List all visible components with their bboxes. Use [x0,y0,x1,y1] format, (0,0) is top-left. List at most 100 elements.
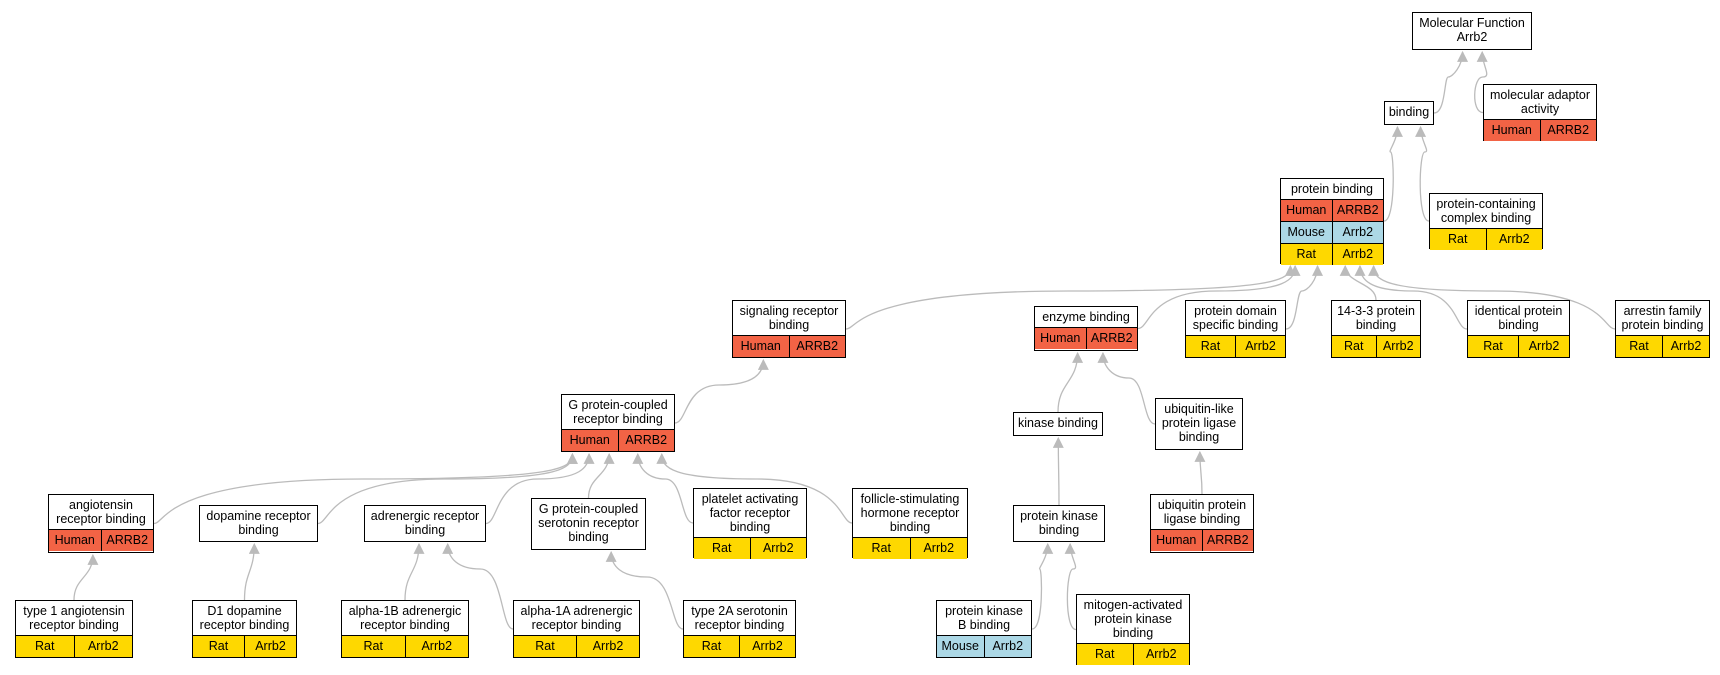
species-annotation-row: Rat Arrb2 [1616,335,1709,357]
gene-symbol: Arrb2 [576,636,639,657]
go-term-title: G protein-coupled receptor binding [568,398,668,426]
species-label: Rat [871,541,891,555]
species-label: Rat [1483,339,1503,353]
gene-symbol: ARRB2 [1331,200,1384,221]
gene-symbol: ARRB2 [1201,530,1254,551]
go-term-node-adrenergic[interactable]: adrenergic receptor binding [364,505,486,542]
species-label: Human [569,433,610,447]
edge-enzyme-to-protein [1137,264,1301,330]
species-label: Human [740,339,781,353]
edge-a1a-to-adrenergic [442,542,514,630]
go-term-title: 14-3-3 protein binding [1337,304,1415,332]
go-term-title: binding [1388,105,1430,119]
go-term-title: type 1 angiotensin receptor binding [23,604,125,632]
gene-symbol: Arrb2 [1518,336,1569,357]
edge-gpcr-to-signaling [674,358,769,424]
go-term-title: identical protein binding [1474,304,1563,332]
edge-adrenergic-to-gpcr [485,452,595,525]
go-term-title: dopamine receptor binding [206,509,311,537]
edge-domain-to-protein [1285,264,1324,330]
species-label: Human [1491,123,1532,137]
go-term-node-pkinase[interactable]: protein kinase binding [1013,505,1105,542]
species-label: Rat [701,639,722,653]
edge-serotonin-to-gpcr [587,452,615,499]
edge-protein-to-binding [1383,125,1403,222]
go-term-title: protein kinase B binding [945,604,1023,632]
go-term-node-binding[interactable]: binding [1384,101,1434,125]
edge-angio1-to-angio [73,553,99,601]
go-term-title: platelet activating factor receptor bind… [701,492,799,534]
go-term-title: ubiquitin-like protein ligase binding [1161,402,1237,444]
species-label: Rat [1344,339,1364,353]
edge-d1-to-dopamine [243,542,260,601]
species-annotation-row: Human ARRB2 [1151,529,1253,551]
go-term-title: alpha-1A adrenergic receptor binding [520,604,633,632]
edge-p1433-to-protein [1339,264,1377,301]
go-term-title: enzyme binding [1042,310,1130,324]
go-term-title: arrestin family protein binding [1621,304,1704,332]
go-term-title: protein-containing complex binding [1436,197,1536,225]
gene-symbol: ARRB2 [100,530,154,551]
species-annotation-row: Rat Arrb2 [853,537,967,559]
species-label: Rat [208,639,229,653]
gene-symbol: Arrb2 [1485,229,1543,250]
go-term-title: angiotensin receptor binding [56,498,146,526]
species-label: Human [1156,533,1197,547]
go-term-title: signaling receptor binding [739,304,839,332]
species-label: Mouse [1287,225,1326,239]
edge-adaptor-to-mf [1474,50,1488,114]
go-term-node-dopamine[interactable]: dopamine receptor binding [199,505,318,542]
go-term-node-fsh[interactable]: follicle-stimulating hormone receptor bi… [852,488,968,559]
edge-complex-to-binding [1415,125,1430,222]
go-term-node-mf[interactable]: Molecular Function Arrb2 [1412,12,1532,50]
go-term-title: molecular adaptor activity [1489,88,1591,116]
gene-symbol: Arrb2 [983,636,1032,657]
go-term-node-mapk[interactable]: mitogen-activated protein kinase binding… [1076,594,1190,665]
go-term-node-platelet[interactable]: platelet activating factor receptor bind… [693,488,807,559]
edge-pkb-to-pkinase [1031,542,1054,630]
edge-angio-to-gpcr [153,452,578,525]
species-label: Rat [1629,339,1649,353]
go-term-node-ubiqlike[interactable]: ubiquitin-like protein ligase binding [1155,398,1243,450]
species-label: Rat [363,639,383,653]
go-term-node-serotonin[interactable]: G protein-coupled serotonin receptor bin… [531,498,646,550]
gene-symbol: Arrb2 [1331,244,1384,265]
gene-symbol: ARRB2 [1085,328,1138,349]
go-term-node-kinase[interactable]: kinase binding [1013,412,1103,436]
gene-symbol: Arrb2 [1662,336,1709,357]
go-term-title: adrenergic receptor binding [370,509,480,537]
edge-kinase-to-enzyme [1057,351,1084,413]
species-label: Rat [535,639,555,653]
gene-symbol: Arrb2 [909,538,968,559]
go-term-title: type 2A serotonin receptor binding [691,604,788,632]
